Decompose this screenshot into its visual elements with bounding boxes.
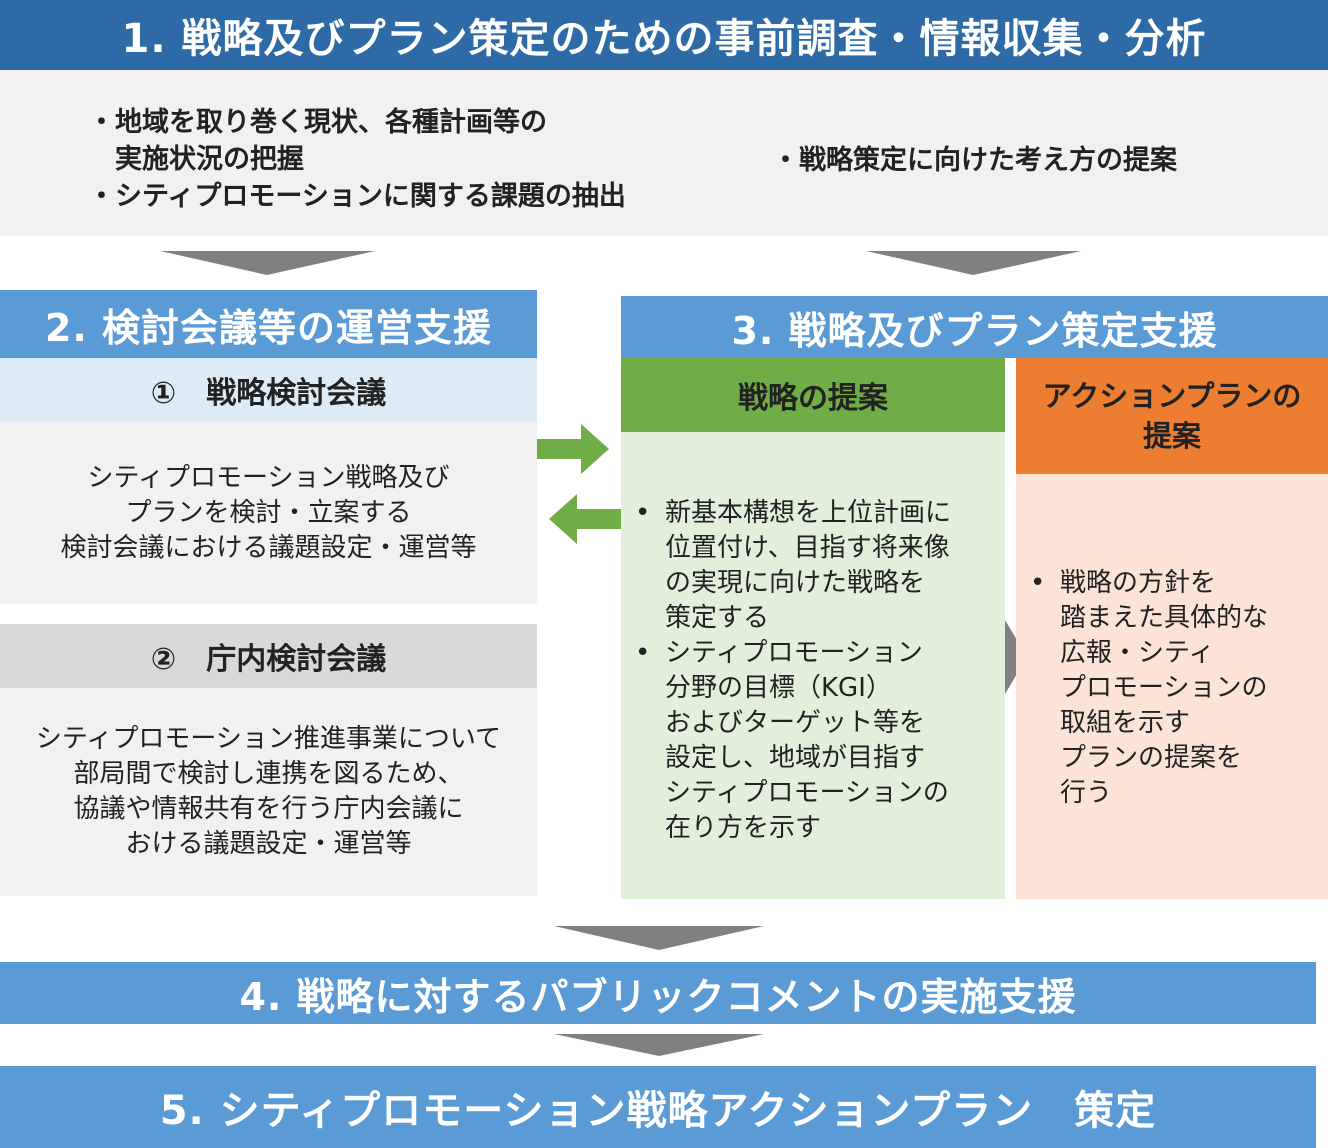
strategy-line: の実現に向けた戦略を [665, 568, 926, 598]
step2-title: 2. 検討会議等の運営支援 [44, 305, 493, 350]
strategy-bullet: シティプロモーション 分野の目標（KGI） およびターゲット等を 設定し、地域が… [621, 636, 1005, 846]
right-arrow-icon [537, 424, 609, 474]
strategy-title: 戦略の提案 [738, 381, 888, 416]
down-arrow-icon [554, 1034, 764, 1056]
meeting2-line: シティプロモーション推進事業について [35, 724, 502, 754]
step1-left-text: ・地域を取り巻く現状、各種計画等の 実施状況の把握 ・シティプロモーションに関す… [88, 104, 626, 215]
meeting1-line: シティプロモーション戦略及び [87, 462, 450, 493]
down-arrow-icon [866, 251, 1081, 275]
action-line: プロモーションの [1060, 673, 1268, 703]
strategy-line: 策定する [665, 603, 770, 633]
action-line: 踏まえた具体的な [1060, 603, 1269, 633]
step4-banner: 4. 戦略に対するパブリックコメントの実施支援 [0, 962, 1316, 1024]
meeting2-line: 協議や情報共有を行う庁内会議に [73, 794, 464, 824]
strategy-line: 分野の目標（KGI） [665, 673, 892, 703]
step1-left-line: ・地域を取り巻く現状、各種計画等の [88, 107, 547, 138]
action-line: 取組を示す [1060, 708, 1191, 738]
step4-title: 4. 戦略に対するパブリックコメントの実施支援 [239, 974, 1077, 1019]
meeting1-line: 検討会議における議題設定・運営等 [60, 532, 477, 563]
meeting1-title: ① 戦略検討会議 [150, 376, 387, 411]
meeting1-header: ① 戦略検討会議 [0, 358, 537, 422]
meeting1-body: シティプロモーション戦略及び プランを検討・立案する 検討会議における議題設定・… [0, 422, 537, 604]
meeting2-line: おける議題設定・運営等 [125, 829, 412, 859]
action-title-line: 提案 [1142, 419, 1201, 453]
strategy-line: 新基本構想を上位計画に [665, 498, 952, 528]
action-line: 行う [1060, 778, 1113, 808]
strategy-line: 在り方を示す [665, 813, 822, 843]
strategy-line: 位置付け、目指す将来像 [665, 533, 950, 563]
step3-banner: 3. 戦略及びプラン策定支援 [621, 296, 1328, 358]
meeting2-title: ② 庁内検討会議 [150, 642, 387, 677]
strategy-line: シティプロモーションの [665, 778, 949, 808]
down-arrow-icon [554, 926, 764, 950]
step1-left-line: 実施状況の把握 [88, 144, 304, 175]
action-line: プランの提案を [1060, 743, 1243, 773]
action-bullet: 戦略の方針を 踏まえた具体的な 広報・シティ プロモーションの 取組を示す プラ… [1016, 566, 1328, 811]
step5-title: 5. シティプロモーション戦略アクションプラン 策定 [159, 1088, 1157, 1134]
step1-body [0, 70, 1328, 236]
action-title-line: アクションプランの [1042, 379, 1302, 413]
left-arrow-icon [549, 494, 621, 544]
step1-left-line: ・シティプロモーションに関する課題の抽出 [88, 181, 626, 212]
meeting1-line: プランを検討・立案する [125, 497, 412, 528]
strategy-line: およびターゲット等を [665, 708, 926, 738]
meeting2-line: 部局間で検討し連携を図るため、 [73, 759, 464, 789]
down-arrow-icon [160, 251, 375, 275]
strategy-line: 設定し、地域が目指す [665, 743, 926, 773]
step1-title: 1. 戦略及びプラン策定のための事前調査・情報収集・分析 [121, 16, 1207, 62]
strategy-line: シティプロモーション [665, 638, 923, 668]
action-body: 戦略の方針を 踏まえた具体的な 広報・シティ プロモーションの 取組を示す プラ… [1016, 474, 1328, 899]
meeting2-header: ② 庁内検討会議 [0, 624, 537, 688]
action-header: アクションプランの 提案 [1016, 358, 1328, 474]
step3-title: 3. 戦略及びプラン策定支援 [731, 308, 1218, 353]
strategy-body: 新基本構想を上位計画に 位置付け、目指す将来像 の実現に向けた戦略を 策定する … [621, 432, 1005, 899]
strategy-bullet: 新基本構想を上位計画に 位置付け、目指す将来像 の実現に向けた戦略を 策定する [621, 496, 1005, 636]
step5-banner: 5. シティプロモーション戦略アクションプラン 策定 [0, 1066, 1316, 1148]
step1-right-text: ・戦略策定に向けた考え方の提案 [772, 145, 1177, 176]
action-line: 戦略の方針を [1060, 568, 1217, 598]
step1-banner: 1. 戦略及びプラン策定のための事前調査・情報収集・分析 [0, 0, 1328, 70]
strategy-header: 戦略の提案 [621, 358, 1005, 432]
step2-banner: 2. 検討会議等の運営支援 [0, 290, 537, 358]
meeting2-body: シティプロモーション推進事業について 部局間で検討し連携を図るため、 協議や情報… [0, 688, 537, 896]
action-line: 広報・シティ [1060, 638, 1215, 668]
